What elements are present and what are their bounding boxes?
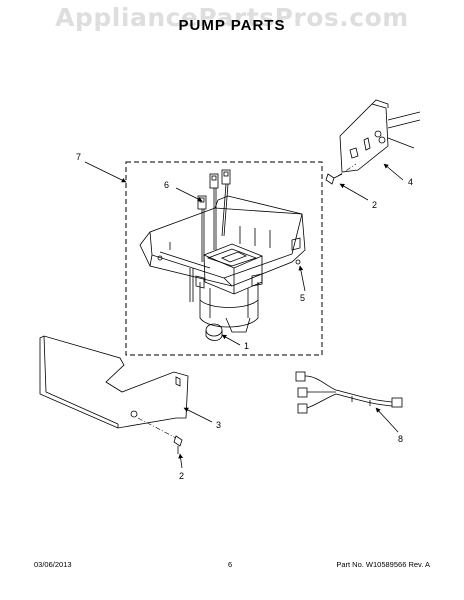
mounting-bracket [339, 99, 421, 173]
leader-3 [183, 407, 213, 423]
leader-6 [175, 187, 203, 202]
cover-screw [173, 435, 183, 454]
bracket-screw [325, 173, 343, 185]
pump-bracket [139, 195, 306, 287]
pump-assembly-boundary [125, 161, 323, 356]
callout-7: 7 [76, 152, 81, 162]
side-cover [39, 335, 189, 429]
callout-4: 4 [408, 177, 413, 187]
pump-wire-harness [189, 169, 231, 302]
loose-wire-harness [295, 371, 403, 414]
pump-motor [195, 273, 263, 341]
footer-date: 03/06/2013 [34, 560, 72, 569]
callout-6: 6 [164, 180, 169, 190]
callout-2-lower: 2 [179, 471, 184, 481]
watermark: AppliancePartsPros.com [55, 3, 409, 32]
leader-7 [84, 161, 127, 183]
footer-page-number: 6 [228, 560, 233, 569]
page-title: PUMP PARTS [178, 17, 286, 34]
callout-labels: 7 6 5 1 3 2 4 2 8 [76, 152, 413, 481]
leader-4 [383, 163, 404, 181]
callout-5: 5 [300, 293, 305, 303]
leader-5 [298, 265, 306, 292]
pump-reservoir [202, 243, 264, 295]
leader-8 [375, 407, 399, 433]
leader-2-lower [178, 453, 183, 469]
leader-1 [221, 334, 241, 346]
bracket-screw-centerline [337, 163, 357, 177]
callout-8: 8 [398, 434, 403, 444]
callout-leaders [84, 161, 404, 469]
leader-2-upper [339, 183, 369, 201]
cover-screw-centerline [137, 417, 177, 439]
callout-1: 1 [244, 341, 249, 351]
callout-2-upper: 2 [372, 200, 377, 210]
callout-3: 3 [216, 420, 221, 430]
footer-part-number: Part No. W10589566 Rev. A [336, 560, 430, 569]
